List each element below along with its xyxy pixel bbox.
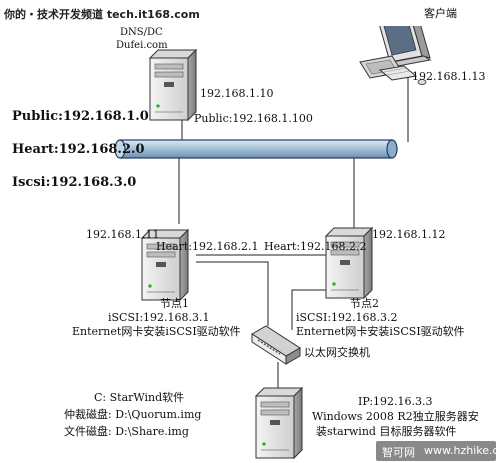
storage-install: 装starwind 目标服务器软件	[316, 425, 457, 438]
storage-software: C: StarWind软件	[94, 391, 185, 404]
node1-note: Enternet网卡安装iSCSI驱动软件	[72, 325, 241, 338]
storage-quorum-disk: 仲裁磁盘: D:\Quorum.img	[64, 408, 202, 421]
dns-server-ip: 192.168.1.10	[200, 87, 274, 100]
public-network-label: Public:192.168.1.0	[12, 109, 149, 124]
dns-public-ip: Public:192.168.1.100	[194, 112, 313, 125]
dns-server-name: DNS/DC	[120, 27, 163, 38]
dns-server-domain: Dufei.com	[116, 40, 168, 51]
storage-os: Windows 2008 R2独立服务器安	[312, 410, 479, 423]
site-header: 你的・技术开发频道 tech.it168.com	[0, 0, 500, 26]
client-ip: 192.168.1.13	[412, 70, 486, 83]
node1-switch-line	[196, 261, 269, 326]
node2-switch-line	[291, 289, 326, 330]
node2-ip: 192.168.1.12	[372, 228, 446, 241]
ethernet-switch-icon	[251, 325, 301, 365]
switch-label: 以太网交换机	[304, 346, 370, 359]
network-bus	[114, 139, 398, 159]
site-header-text: 你的・技术开发频道 tech.it168.com	[4, 8, 200, 21]
iscsi-network-label: Iscsi:192.168.3.0	[12, 175, 137, 190]
node1-name: 节点1	[160, 297, 189, 310]
storage-share-disk: 文件磁盘: D:\Share.img	[64, 425, 189, 438]
heart-network-label: Heart:192.168.2.0	[12, 142, 145, 157]
node2-name: 节点2	[350, 297, 379, 310]
node2-heart-ip: Heart:192.168.2.2	[264, 240, 367, 253]
watermark-text-cn: 智可网	[382, 446, 415, 459]
storage-server-icon	[255, 387, 303, 459]
node2-iscsi-ip: iSCSI:192.168.3.2	[296, 311, 398, 324]
node2-note: Enternet网卡安装iSCSI驱动软件	[296, 325, 465, 338]
node1-ip: 192.168.1.11	[86, 228, 160, 241]
watermark-text-en: www.hzhike.com	[424, 444, 500, 457]
dns-server-icon	[149, 49, 197, 121]
node2-server-icon	[325, 227, 373, 299]
connection-lines	[178, 74, 409, 394]
node1-iscsi-ip: iSCSI:192.168.3.1	[108, 311, 210, 324]
watermark-badge: 智可网 www.hzhike.com	[376, 441, 500, 461]
node1-heart-ip: Heart:192.168.2.1	[156, 240, 259, 253]
client-label: 客户端	[424, 7, 457, 20]
storage-ip: IP:192.16.3.3	[358, 395, 433, 408]
